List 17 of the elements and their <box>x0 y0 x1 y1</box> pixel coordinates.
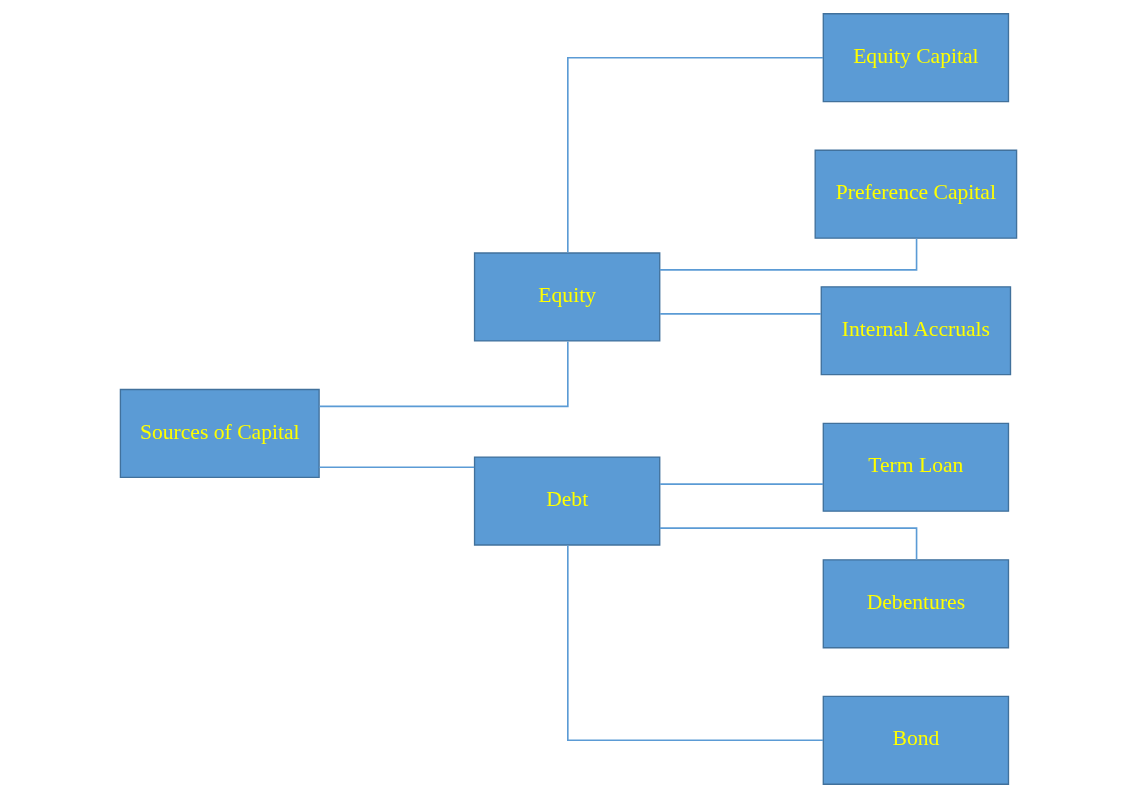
node-box: Term Loan <box>822 422 1010 512</box>
node-box: Internal Accruals <box>820 286 1012 376</box>
node-box: Debentures <box>822 559 1010 649</box>
node-box: Bond <box>822 695 1010 785</box>
node-box: Equity Capital <box>822 13 1010 103</box>
connector <box>659 313 822 315</box>
node-box: Debt <box>473 456 661 546</box>
connector <box>318 466 475 469</box>
connector <box>567 544 824 742</box>
connector <box>659 483 824 485</box>
node-box: Preference Capital <box>814 149 1018 239</box>
connector <box>659 237 918 271</box>
node-box: Sources of Capital <box>119 388 320 479</box>
node-box: Equity <box>473 252 661 342</box>
connector <box>659 527 918 561</box>
connector <box>318 340 569 408</box>
connector <box>567 56 824 254</box>
